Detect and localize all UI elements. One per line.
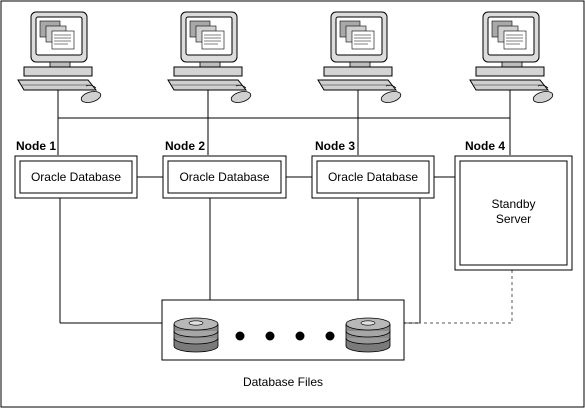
node3-database-label: Oracle Database: [327, 170, 419, 184]
ellipsis-dots: [235, 331, 335, 341]
workstation-icon: [317, 11, 403, 105]
disk-stack-icon: [173, 317, 219, 353]
node2-database-label: Oracle Database: [179, 170, 270, 184]
node1-label: Node 1: [16, 139, 57, 153]
workstation-icon: [469, 11, 555, 105]
disk-stack-icon: [345, 317, 391, 353]
node4-box: [454, 155, 573, 271]
standby-server-label-line1: Standby: [491, 197, 536, 211]
node1-box: [14, 155, 138, 199]
node3-box: [311, 155, 435, 199]
node3-label: Node 3: [315, 139, 356, 153]
node4-label: Node 4: [465, 139, 506, 153]
database-files-label: Database Files: [242, 375, 324, 389]
workstation-icon: [167, 11, 253, 105]
node2-box: [162, 155, 287, 199]
network-lines: [57, 90, 511, 324]
workstation-icon: [17, 11, 103, 105]
node1-database-label: Oracle Database: [30, 170, 122, 184]
node2-label: Node 2: [165, 139, 206, 153]
standby-server-label-line2: Server: [495, 212, 532, 226]
